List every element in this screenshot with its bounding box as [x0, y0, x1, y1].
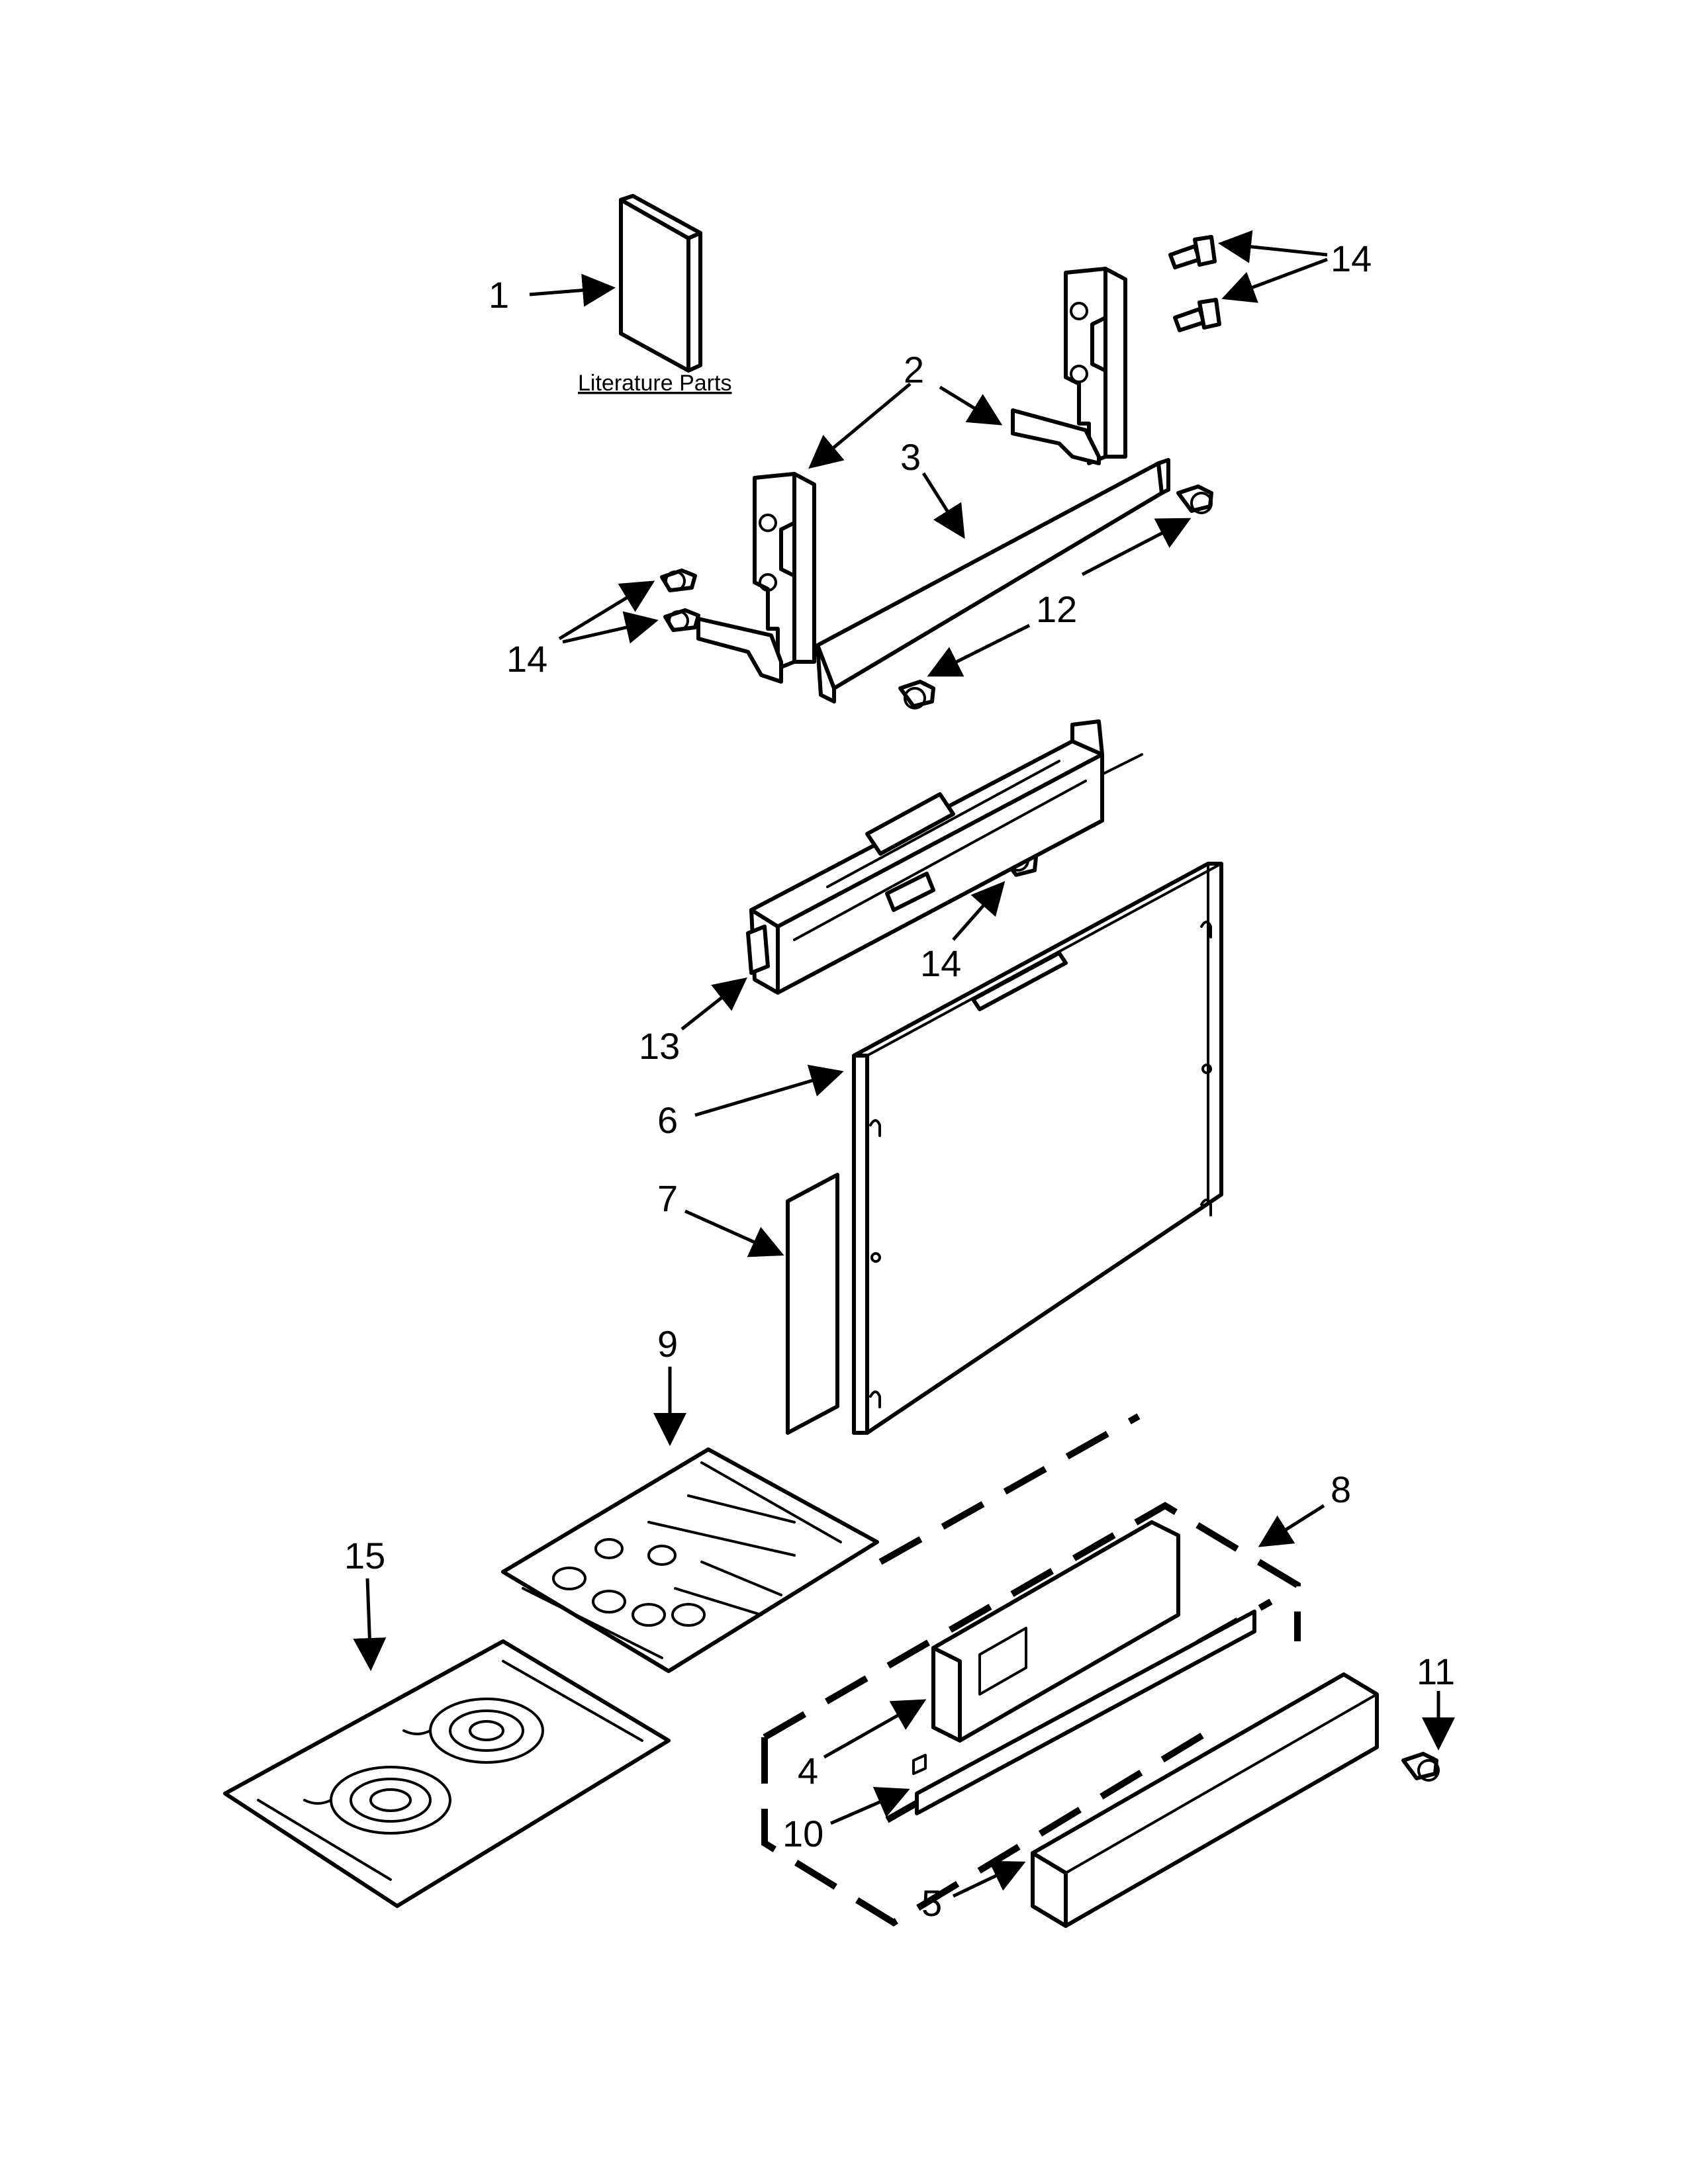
- side-gasket-strip: [786, 1173, 839, 1435]
- callout-6: 6: [657, 1099, 678, 1141]
- toe-kick-cover: [1031, 1672, 1379, 1928]
- callout-7: 7: [657, 1177, 678, 1219]
- element-bag: [223, 1639, 671, 1908]
- hardware-bag: [501, 1447, 879, 1673]
- callout-1: 1: [489, 274, 509, 316]
- callout-9: 9: [657, 1323, 678, 1365]
- screw-12-bottom: [898, 680, 935, 709]
- callout-10: 10: [782, 1813, 823, 1854]
- callout-numbers: 1 2 3 14 14 12 14 13 6 7 9 15 8 11 4 10 …: [344, 238, 1455, 1924]
- top-channel-rail: [816, 458, 1170, 704]
- callout-2: 2: [904, 349, 924, 390]
- callout-8: 8: [1331, 1469, 1351, 1510]
- callout-15: 15: [344, 1535, 385, 1576]
- door-panel: [852, 862, 1223, 1435]
- callout-11: 11: [1417, 1651, 1455, 1692]
- callout-4: 4: [798, 1750, 818, 1792]
- callout-13: 13: [639, 1025, 680, 1067]
- screw-14-left-a: [660, 569, 697, 592]
- toe-kick-panel: [931, 1520, 1180, 1743]
- screw-14-left-b: [663, 608, 700, 632]
- screw-14-top-a: [1168, 235, 1217, 269]
- callout-12: 12: [1036, 588, 1077, 630]
- callout-3: 3: [900, 436, 921, 478]
- control-panel-module: [746, 719, 1143, 995]
- leader-lines: [353, 230, 1455, 1898]
- screw-12-right: [1176, 484, 1213, 514]
- toe-kick-clip: [912, 1610, 1256, 1815]
- mounting-bracket-right: [1011, 267, 1127, 465]
- toe-kick-kit-group: [761, 1413, 1301, 1927]
- callout-14-top: 14: [1331, 238, 1372, 279]
- mounting-bracket-left: [696, 472, 816, 684]
- screw-14-top-b: [1173, 298, 1221, 332]
- callout-5: 5: [921, 1882, 942, 1924]
- callout-14-middle: 14: [920, 942, 961, 984]
- screw-11: [1401, 1752, 1440, 1782]
- callout-14-left: 14: [506, 638, 547, 680]
- literature-parts-caption: Literature Parts: [578, 371, 731, 396]
- literature-book: [619, 194, 702, 373]
